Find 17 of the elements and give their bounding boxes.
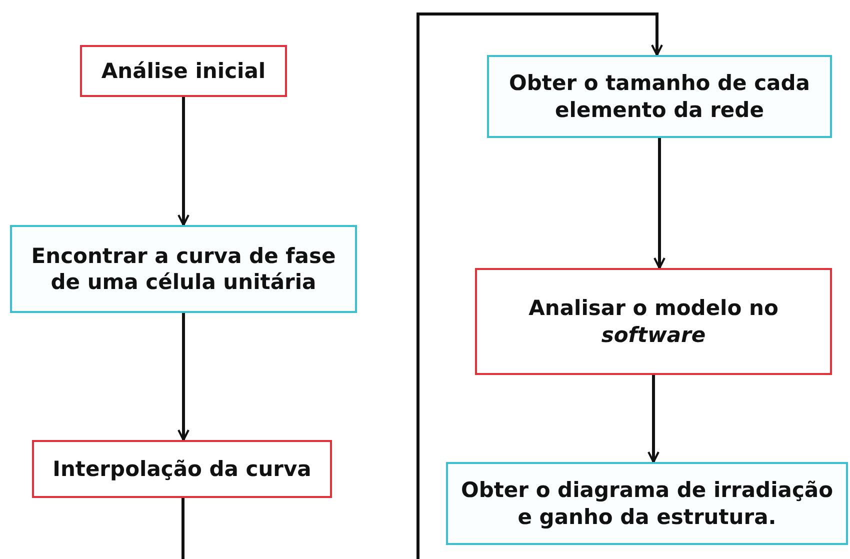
arrow: [648, 375, 660, 463]
arrow: [654, 138, 666, 269]
step-text: Encontrar a curva de fase de uma célula unitária: [30, 242, 337, 296]
step-text: Obter o diagrama de irradiação e ganho da estrutura.: [460, 477, 834, 530]
step-text: Análise inicial: [100, 58, 267, 84]
process-box: [10, 225, 357, 313]
arrow: [416, 12, 663, 559]
process-box: [32, 440, 332, 498]
step-text: Interpolação da curva: [52, 456, 312, 482]
arrow: [178, 313, 190, 441]
process-box: [475, 268, 832, 375]
process-box: [80, 45, 287, 97]
process-box: [487, 55, 832, 138]
arrow: [178, 97, 190, 226]
step-text: Obter o tamanho de cada elemento da rede: [508, 70, 811, 123]
step-text: Analisar o modelo no software: [528, 295, 780, 348]
process-box: [446, 462, 848, 545]
